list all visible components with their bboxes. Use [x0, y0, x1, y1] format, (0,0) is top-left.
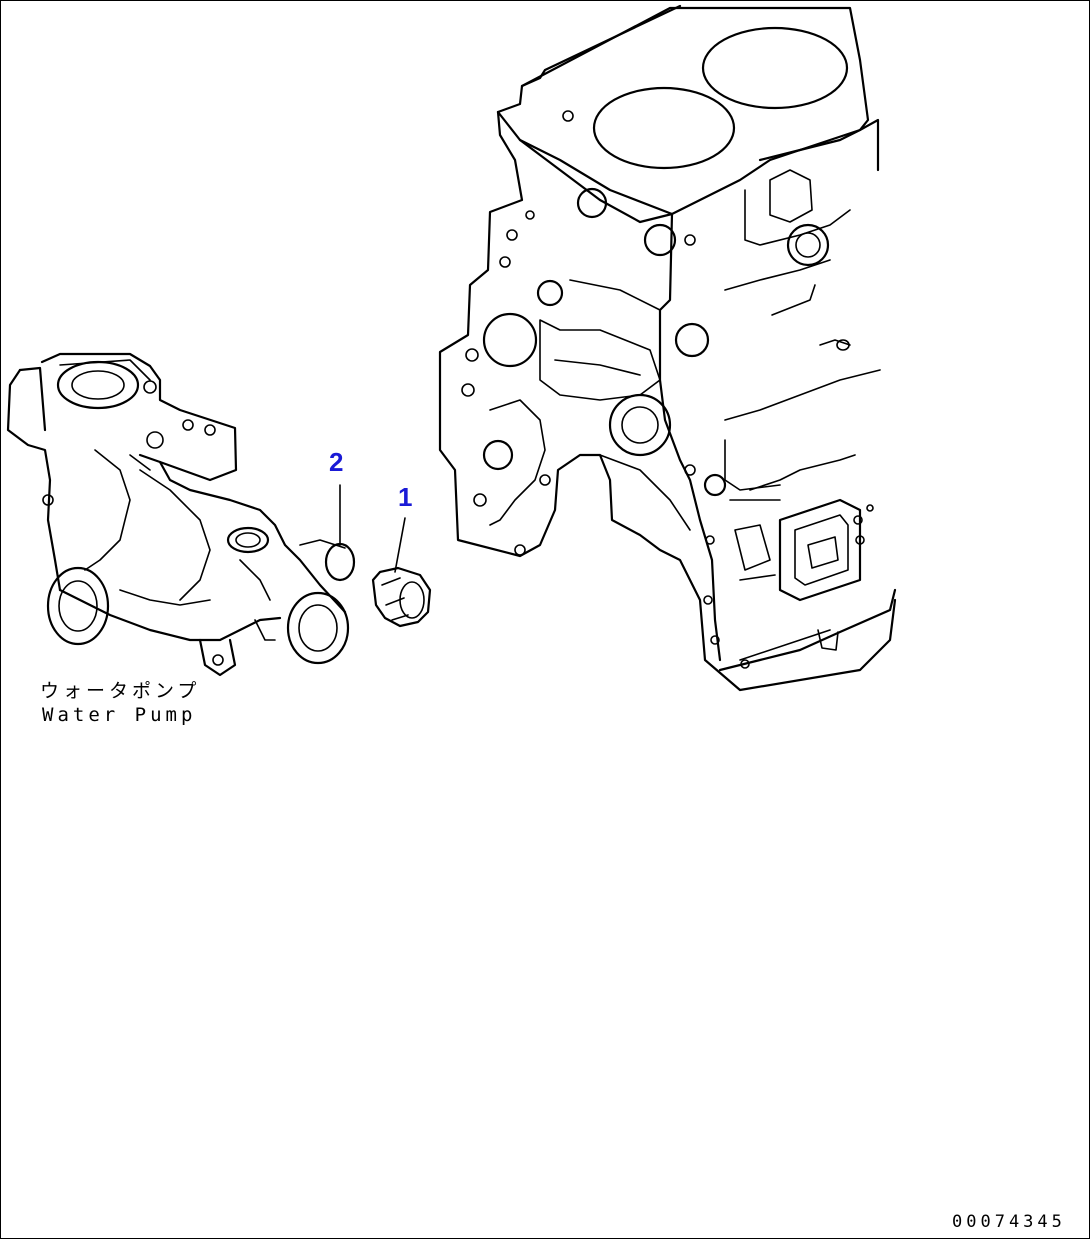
part-1-cap — [371, 517, 432, 628]
water-pump-label-en: Water Pump — [42, 704, 197, 726]
callout-1: 1 — [398, 482, 413, 512]
drawing-id: 00074345 — [952, 1212, 1066, 1232]
water-pump-label-jp: ウォータポンプ — [40, 680, 201, 702]
part-2-plug — [324, 484, 356, 582]
water-pump — [6, 352, 350, 677]
engine-block — [438, 4, 897, 692]
callout-2: 2 — [329, 447, 344, 477]
